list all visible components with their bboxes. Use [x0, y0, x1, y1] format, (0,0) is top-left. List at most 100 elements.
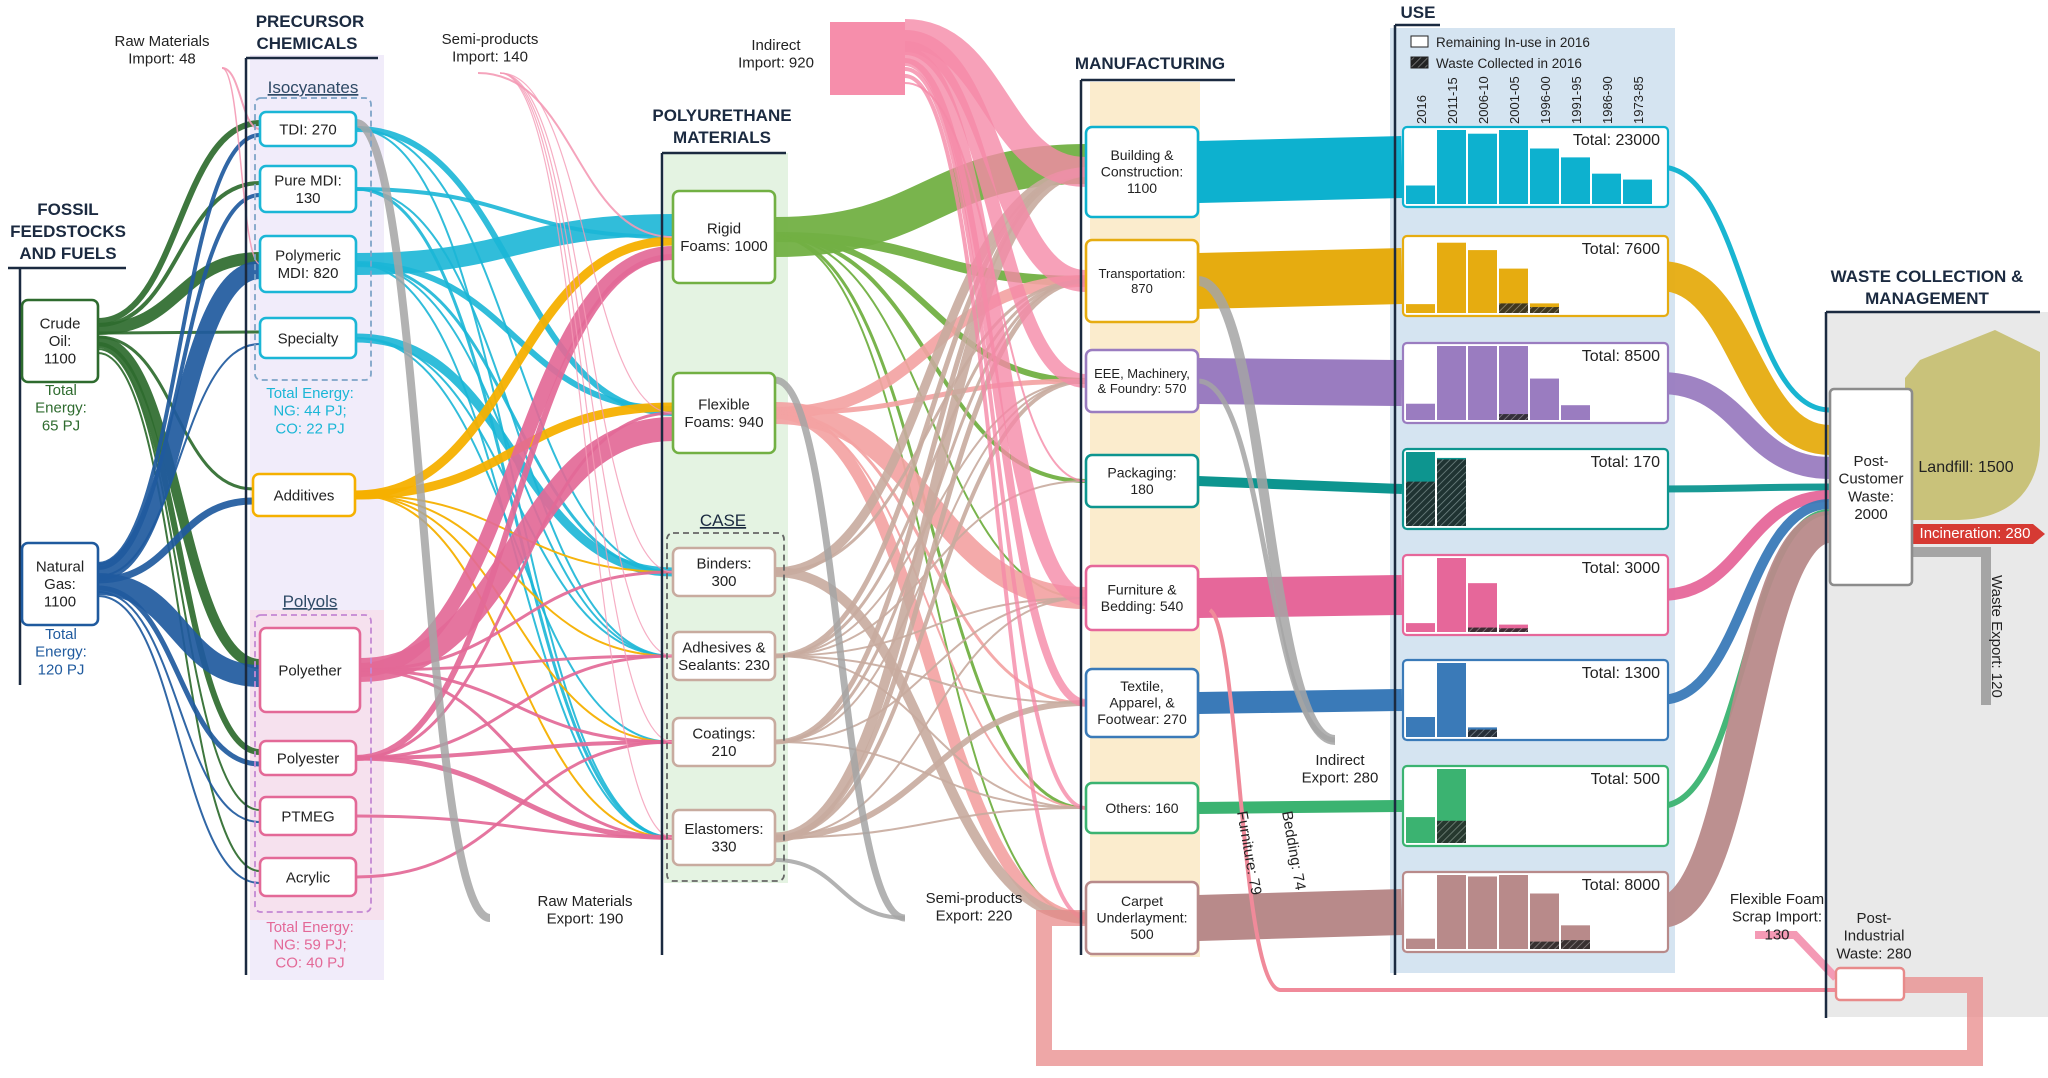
- building-sector-node-label: Building &Construction:1100: [1101, 147, 1183, 196]
- year-label-2011-15: 2011-15: [1445, 77, 1460, 124]
- flow-sector-use-transport: [1197, 248, 1403, 309]
- flow-indirect-export: [1196, 276, 1337, 745]
- flow-raw-import-2: [221, 67, 261, 265]
- flow-specialty-adhesives: [355, 337, 674, 657]
- use-bar: [1406, 623, 1435, 632]
- incineration-label: Incineration: 280: [1920, 525, 2031, 542]
- case-group: [666, 532, 785, 882]
- flow-rigid-transport: [774, 232, 1087, 286]
- flow-crude-polyether: [97, 336, 261, 669]
- flow-ptmeg-elastomers: [355, 814, 674, 839]
- use-total-transport: Total: 7600: [1582, 241, 1660, 258]
- use-title: USE: [1401, 3, 1436, 22]
- furniture-sector-node-label: Furniture &Bedding: 540: [1101, 582, 1184, 615]
- additives-node: [251, 472, 357, 518]
- flow-polyester-coatings: [355, 740, 674, 760]
- binders-node-label: Binders:300: [696, 555, 751, 590]
- textile-sector-node-label: Textile,Apparel, &Footwear: 270: [1097, 678, 1187, 727]
- use-bar-collected: [1468, 627, 1497, 632]
- flow-semi-import-flexible: [499, 72, 674, 414]
- post-customer-node: [1828, 387, 1914, 587]
- adhesives-node-label: Adhesives &Sealants: 230: [678, 639, 770, 674]
- flow-use-waste-eee: [1659, 372, 1831, 479]
- legend-remaining-label: Remaining In-use in 2016: [1436, 35, 1590, 50]
- use-bar: [1406, 717, 1435, 737]
- use-bar: [1468, 346, 1497, 420]
- flow-elastomers-textile: [774, 700, 1087, 841]
- flow-puremdi-rigid: [355, 187, 674, 239]
- incineration-arrow: [1912, 524, 2045, 544]
- waste-title-1: WASTE COLLECTION &: [1831, 267, 2024, 286]
- use-bar: [1437, 663, 1466, 737]
- use-bar-collected: [1406, 481, 1435, 526]
- polymdi-node: [258, 234, 358, 294]
- specialty-node: [258, 316, 358, 360]
- flow-furniture-bedding-scrap: [1208, 608, 1836, 992]
- flow-gas-polymdi: [96, 261, 262, 581]
- furniture-flow-label: Furniture: 79: [1233, 810, 1265, 897]
- flow-additives-coatings: [354, 494, 674, 743]
- carpet-sector-node: [1084, 880, 1200, 956]
- flow-use-waste-transport: [1658, 261, 1832, 455]
- natural-gas-node: [20, 541, 100, 627]
- flow-sector-use-others: [1197, 800, 1403, 814]
- landfill-label: Landfill: 1500: [1918, 459, 2013, 476]
- flow-semi-export-2: [774, 858, 906, 920]
- use-bar: [1437, 558, 1466, 632]
- isocyanates-label: Isocyanates: [268, 78, 359, 97]
- case-label: CASE: [700, 511, 746, 530]
- ptmeg-node: [258, 795, 358, 837]
- polyester-node: [258, 739, 358, 777]
- fossil-title-3: AND FUELS: [19, 244, 116, 263]
- polyester-node-label: Polyester: [277, 750, 340, 767]
- elastomers-node: [671, 808, 777, 867]
- polyether-node: [258, 626, 362, 714]
- use-total-textile: Total: 1300: [1582, 665, 1660, 682]
- use-bar: [1437, 875, 1466, 949]
- flow-use-waste-furniture: [1659, 490, 1831, 601]
- binders-node: [671, 546, 777, 598]
- textile-sector-node: [1084, 667, 1200, 739]
- building-sector-node: [1084, 125, 1200, 219]
- use-panel-packaging: [1401, 447, 1670, 531]
- waste-export-label: Waste Export: 120: [1988, 575, 2005, 698]
- year-label-2006-10: 2006-10: [1476, 76, 1491, 124]
- flow-semi-import-coatings: [499, 72, 674, 743]
- flow-rigid-carpet: [774, 236, 1087, 919]
- year-label-1986-90: 1986-90: [1600, 76, 1615, 124]
- flow-polyester-flexible: [355, 411, 674, 760]
- flow-use-waste-carpet: [1657, 511, 1833, 928]
- polyol-energy-text: Total Energy:NG: 59 PJ;CO: 40 PJ: [266, 919, 354, 971]
- flow-waste-export: [1912, 547, 1991, 705]
- use-bar: [1437, 242, 1466, 313]
- flow-crude-acrylic: [97, 352, 261, 872]
- flow-indirect-eee: [904, 41, 1087, 388]
- use-bar-collected: [1437, 820, 1466, 843]
- flow-elastomers-furniture: [774, 597, 1087, 839]
- flow-additives-adhesives: [354, 494, 674, 657]
- use-bar: [1499, 875, 1528, 949]
- flow-indirect-packaging: [904, 82, 1087, 482]
- flow-rigid-eee: [774, 234, 1087, 384]
- flow-use-waste-packaging: [1659, 483, 1831, 493]
- flow-tdi-flexible: [355, 126, 674, 416]
- flow-polyether-flexible: [359, 417, 674, 682]
- flow-gas-acrylic: [97, 595, 261, 884]
- use-bar: [1406, 817, 1435, 843]
- flow-coatings-others: [774, 741, 1087, 809]
- flow-additives-elastomers: [354, 494, 674, 839]
- flow-use-waste-textile: [1659, 499, 1831, 705]
- polyether-node-label: Polyether: [278, 662, 341, 679]
- eee-sector-node-label: EEE, Machinery,& Foundry: 570: [1094, 366, 1190, 396]
- flow-flexible-transport: [774, 275, 1087, 419]
